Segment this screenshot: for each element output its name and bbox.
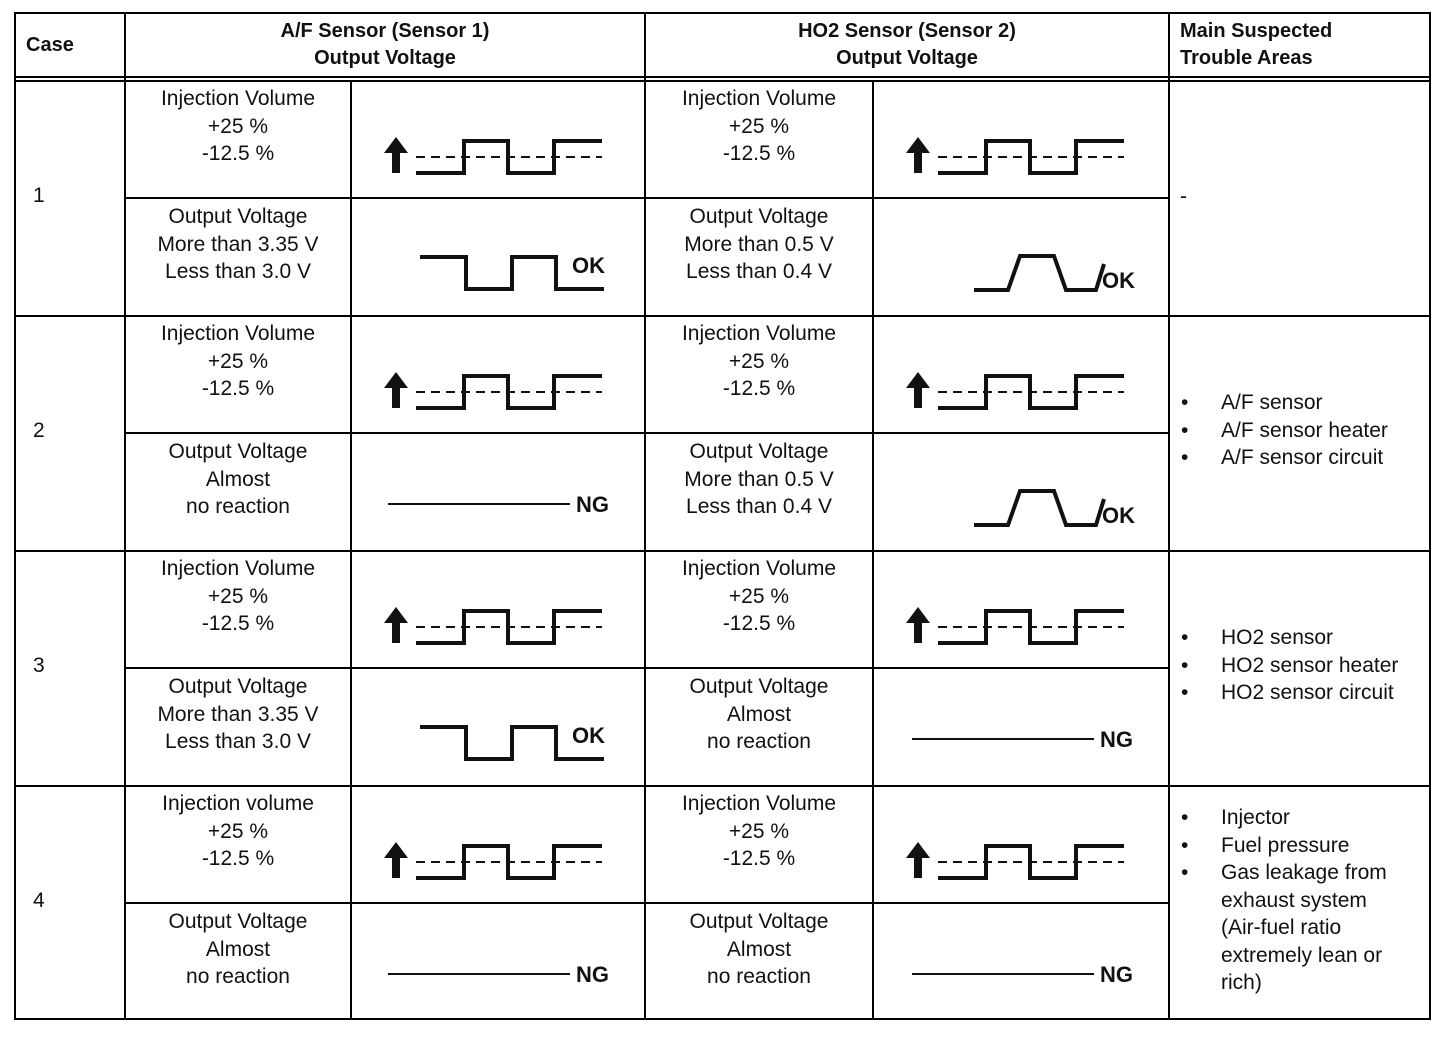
- result-label: NG: [576, 962, 609, 987]
- ho2-output-waveform: OK: [974, 254, 1135, 293]
- trouble-areas-list: A/F sensorA/F sensor heaterA/F sensor ci…: [1181, 389, 1388, 472]
- sub-divider: [124, 197, 1168, 199]
- injection-square-wave: [938, 139, 1124, 175]
- ho2-injection-text: Injection Volume +25 % -12.5 %: [681, 792, 837, 870]
- trouble-area-item: Fuel pressure: [1181, 832, 1387, 860]
- af-injection-text: Injection Volume +25 % -12.5 %: [160, 557, 316, 635]
- injection-square-wave: [416, 844, 602, 880]
- row-divider: [16, 550, 1429, 552]
- result-label: OK: [1102, 503, 1135, 528]
- col-divider: [124, 14, 126, 1018]
- injection-waveform: [906, 372, 1124, 410]
- trouble-area-item: A/F sensor circuit: [1181, 444, 1388, 472]
- injection-square-wave: [416, 139, 602, 175]
- arrow-up-icon: [384, 607, 408, 643]
- arrow-up-icon: [384, 842, 408, 878]
- ho2-output-text: Output Voltage Almost no reaction: [689, 675, 829, 753]
- case-number: 1: [33, 184, 45, 207]
- ho2-injection-text: Injection Volume +25 % -12.5 %: [681, 322, 837, 400]
- case-number: 2: [33, 419, 45, 442]
- af-output-text: Output Voltage More than 3.35 V Less tha…: [157, 675, 319, 753]
- flat-output-waveform: NG: [912, 727, 1133, 752]
- col-divider: [1168, 14, 1170, 1018]
- header-case: Case: [26, 34, 74, 56]
- injection-waveform: [384, 137, 602, 175]
- af-output-text: Output Voltage Almost no reaction: [168, 440, 308, 518]
- header-divider: [16, 80, 1429, 82]
- af-injection-text: Injection Volume +25 % -12.5 %: [160, 322, 316, 400]
- injection-waveform: [906, 842, 1124, 880]
- result-label: NG: [1100, 727, 1133, 752]
- sub-divider: [124, 432, 1168, 434]
- output-square-wave: [420, 255, 604, 291]
- sub-divider: [124, 902, 1168, 904]
- col-divider: [872, 80, 874, 1018]
- injection-waveform: [906, 137, 1124, 175]
- header-af-sensor: A/F Sensor (Sensor 1) Output Voltage: [280, 20, 490, 69]
- ho2-output-text: Output Voltage Almost no reaction: [689, 910, 829, 988]
- header-trouble-areas: Main Suspected Trouble Areas: [1180, 20, 1333, 69]
- arrow-up-icon: [384, 137, 408, 173]
- arrow-up-icon: [906, 842, 930, 878]
- diagnosis-table: Case A/F Sensor (Sensor 1) Output Voltag…: [14, 12, 1431, 1020]
- trouble-area-item: HO2 sensor: [1181, 624, 1398, 652]
- injection-square-wave: [416, 374, 602, 410]
- header-divider: [16, 76, 1429, 78]
- af-output-waveform: OK: [420, 253, 605, 291]
- header-ho2-sensor: HO2 Sensor (Sensor 2) Output Voltage: [798, 20, 1016, 69]
- result-label: OK: [572, 723, 605, 748]
- injection-waveform: [384, 372, 602, 410]
- trouble-area-item: Injector: [1181, 804, 1387, 832]
- af-output-text: Output Voltage More than 3.35 V Less tha…: [157, 205, 319, 283]
- case-number: 3: [33, 654, 45, 677]
- trouble-area-item: A/F sensor: [1181, 389, 1388, 417]
- arrow-up-icon: [384, 372, 408, 408]
- sub-divider: [124, 667, 1168, 669]
- af-output-text: Output Voltage Almost no reaction: [168, 910, 308, 988]
- output-trapezoid-wave: [974, 489, 1106, 527]
- injection-waveform: [906, 607, 1124, 645]
- arrow-up-icon: [906, 372, 930, 408]
- flat-output-waveform: NG: [388, 492, 609, 517]
- injection-square-wave: [938, 374, 1124, 410]
- injection-square-wave: [938, 844, 1124, 880]
- injection-waveform: [384, 842, 602, 880]
- injection-square-wave: [938, 609, 1124, 645]
- af-injection-text: Injection Volume +25 % -12.5 %: [160, 87, 316, 165]
- row-divider: [16, 785, 1429, 787]
- result-label: NG: [1100, 962, 1133, 987]
- trouble-areas-list: HO2 sensorHO2 sensor heaterHO2 sensor ci…: [1181, 624, 1398, 707]
- output-trapezoid-wave: [974, 254, 1106, 292]
- trouble-areas-list: InjectorFuel pressureGas leakage from ex…: [1181, 804, 1387, 997]
- result-label: NG: [576, 492, 609, 517]
- col-divider: [350, 80, 352, 1018]
- ho2-output-text: Output Voltage More than 0.5 V Less than…: [684, 440, 834, 518]
- case-number: 4: [33, 889, 45, 912]
- result-label: OK: [1102, 268, 1135, 293]
- injection-square-wave: [416, 609, 602, 645]
- trouble-area-item: HO2 sensor circuit: [1181, 679, 1398, 707]
- row-divider: [16, 315, 1429, 317]
- injection-waveform: [384, 607, 602, 645]
- trouble-area-none: -: [1180, 185, 1187, 208]
- arrow-up-icon: [906, 607, 930, 643]
- result-label: OK: [572, 253, 605, 278]
- ho2-injection-text: Injection Volume +25 % -12.5 %: [681, 557, 837, 635]
- flat-output-waveform: NG: [912, 962, 1133, 987]
- arrow-up-icon: [906, 137, 930, 173]
- trouble-area-item: A/F sensor heater: [1181, 417, 1388, 445]
- col-divider: [644, 14, 646, 1018]
- trouble-area-item: HO2 sensor heater: [1181, 652, 1398, 680]
- af-output-waveform: OK: [420, 723, 605, 761]
- af-injection-text: Injection volume +25 % -12.5 %: [162, 792, 314, 870]
- ho2-output-text: Output Voltage More than 0.5 V Less than…: [684, 205, 834, 283]
- trouble-area-item: Gas leakage from exhaust system (Air-fue…: [1181, 859, 1387, 997]
- ho2-injection-text: Injection Volume +25 % -12.5 %: [681, 87, 837, 165]
- ho2-output-waveform: OK: [974, 489, 1135, 528]
- flat-output-waveform: NG: [388, 962, 609, 987]
- output-square-wave: [420, 725, 604, 761]
